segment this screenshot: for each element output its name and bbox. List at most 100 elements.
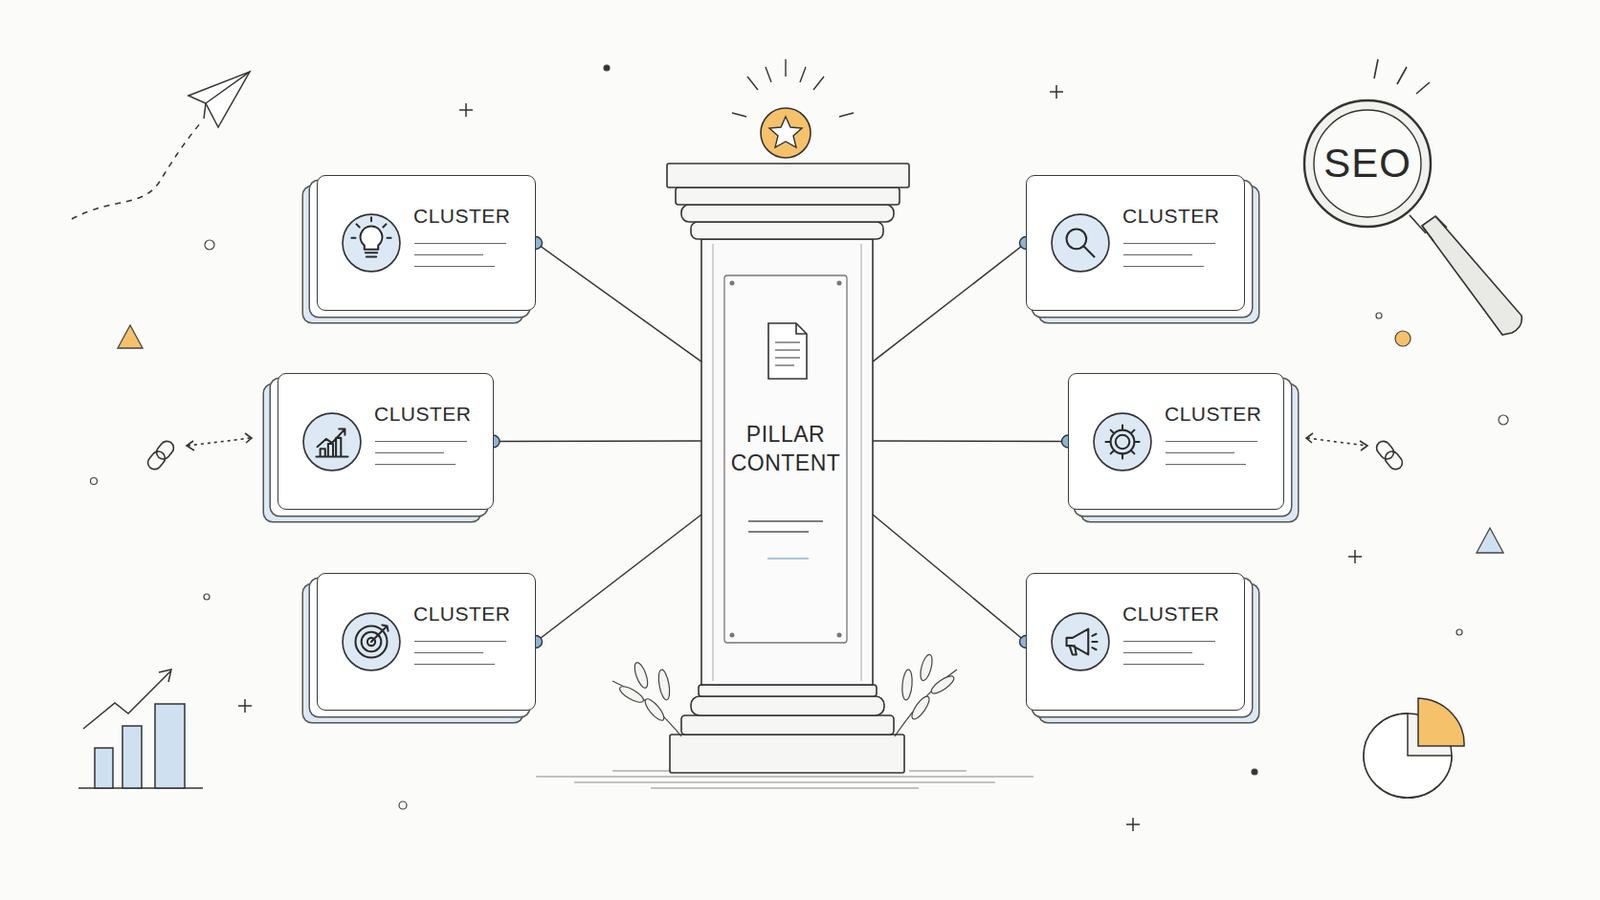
leaves [909, 694, 933, 723]
bar-chart [83, 671, 171, 730]
connector-line [535, 514, 702, 643]
bar-chart [155, 704, 185, 789]
cluster-icon [340, 611, 402, 673]
sparkle-dots [399, 801, 407, 810]
cluster-card: CLUSTER [1025, 175, 1245, 312]
paper-plane [203, 71, 250, 119]
pillar-column [675, 187, 900, 205]
icon-glyph [315, 428, 348, 457]
link-chain-left [186, 433, 252, 451]
cluster-card: CLUSTER [1025, 573, 1245, 712]
text-line [1123, 652, 1193, 654]
connector-line [872, 243, 1026, 362]
plus-marks [238, 699, 252, 713]
cluster-icon [1091, 411, 1154, 473]
star-coin [732, 59, 854, 158]
cluster-icon [1049, 611, 1112, 673]
triangles [117, 325, 1504, 554]
pillar-column [701, 239, 873, 686]
pillar-column [698, 685, 877, 697]
text-lines [767, 557, 809, 560]
triangles [117, 325, 143, 349]
bar-chart [94, 748, 113, 789]
sparkle-dots [204, 240, 215, 250]
text-line [1123, 254, 1193, 256]
sparkle-dots [1376, 312, 1382, 319]
text-lines [748, 520, 823, 523]
icon-disc [1051, 613, 1110, 671]
cluster-card: CLUSTER [316, 175, 536, 312]
icon-disc [342, 613, 400, 671]
cluster-label: CLUSTER [413, 204, 512, 228]
pillar-column [730, 633, 735, 639]
document-icon [796, 323, 807, 334]
icon-glyph [1066, 629, 1098, 656]
paper-plane [188, 71, 250, 128]
star-coin [760, 108, 811, 158]
bar-chart [78, 669, 203, 789]
pillar-column [666, 163, 910, 188]
paper-plane [71, 122, 201, 220]
connector-line [872, 514, 1026, 643]
document-icon [768, 323, 807, 379]
icon-glyph [1105, 424, 1139, 459]
text-line [414, 652, 484, 654]
bar-chart [158, 669, 172, 683]
paper-plane [71, 71, 250, 220]
plus-marks [1049, 85, 1064, 99]
sparkle-dots [203, 594, 210, 600]
text-line [414, 254, 484, 256]
text-line [1123, 664, 1204, 666]
pillar-column [669, 734, 905, 774]
text-line [375, 452, 445, 454]
pillar-column [730, 281, 735, 287]
text-line [1165, 441, 1258, 443]
pillar-column [837, 281, 843, 287]
text-lines [748, 531, 809, 534]
link-chain-left [145, 433, 252, 473]
pillar-column [724, 275, 847, 644]
icon-glyph [351, 217, 391, 257]
leaves [929, 673, 957, 697]
text-lines [748, 521, 823, 559]
text-line [414, 641, 507, 643]
sparkle-dots [603, 65, 610, 71]
cluster-icon [1049, 212, 1112, 274]
link-chain-right [1307, 438, 1367, 446]
leaves [612, 681, 682, 737]
magnifier-handle [1422, 216, 1522, 335]
pillar-column [712, 244, 862, 682]
leaves [901, 669, 914, 702]
sparkle-dots [1498, 415, 1509, 425]
pie-chart [1418, 698, 1465, 747]
star-coin [769, 116, 802, 148]
cluster-label: CLUSTER [1122, 602, 1221, 626]
icon-disc [303, 413, 361, 471]
pie-chart [1363, 698, 1465, 799]
cluster-label: CLUSTER [413, 602, 512, 626]
icon-disc [342, 214, 400, 272]
plus-marks [1348, 550, 1362, 564]
cluster-icon [340, 212, 402, 274]
pillar-column [681, 715, 894, 735]
link-chain-right [1382, 448, 1406, 472]
triangles [1476, 528, 1504, 554]
text-line [414, 266, 495, 267]
leaves [918, 653, 935, 683]
link-chain-left [187, 438, 251, 446]
pillar-label: PILLAR CONTENT [724, 421, 847, 479]
icon-glyph [355, 624, 388, 658]
link-chain-right [1306, 433, 1405, 473]
sparkle-dots [1251, 769, 1258, 776]
connector-line [872, 440, 1068, 443]
sparkle-dots [1395, 331, 1411, 347]
text-line [1123, 266, 1204, 267]
leaves [612, 653, 957, 737]
cluster-icon [301, 411, 363, 473]
sparkle-dots [90, 65, 1510, 810]
link-chain-left [145, 438, 178, 472]
connector-line [535, 243, 702, 362]
magnifier-handle [1422, 216, 1447, 242]
